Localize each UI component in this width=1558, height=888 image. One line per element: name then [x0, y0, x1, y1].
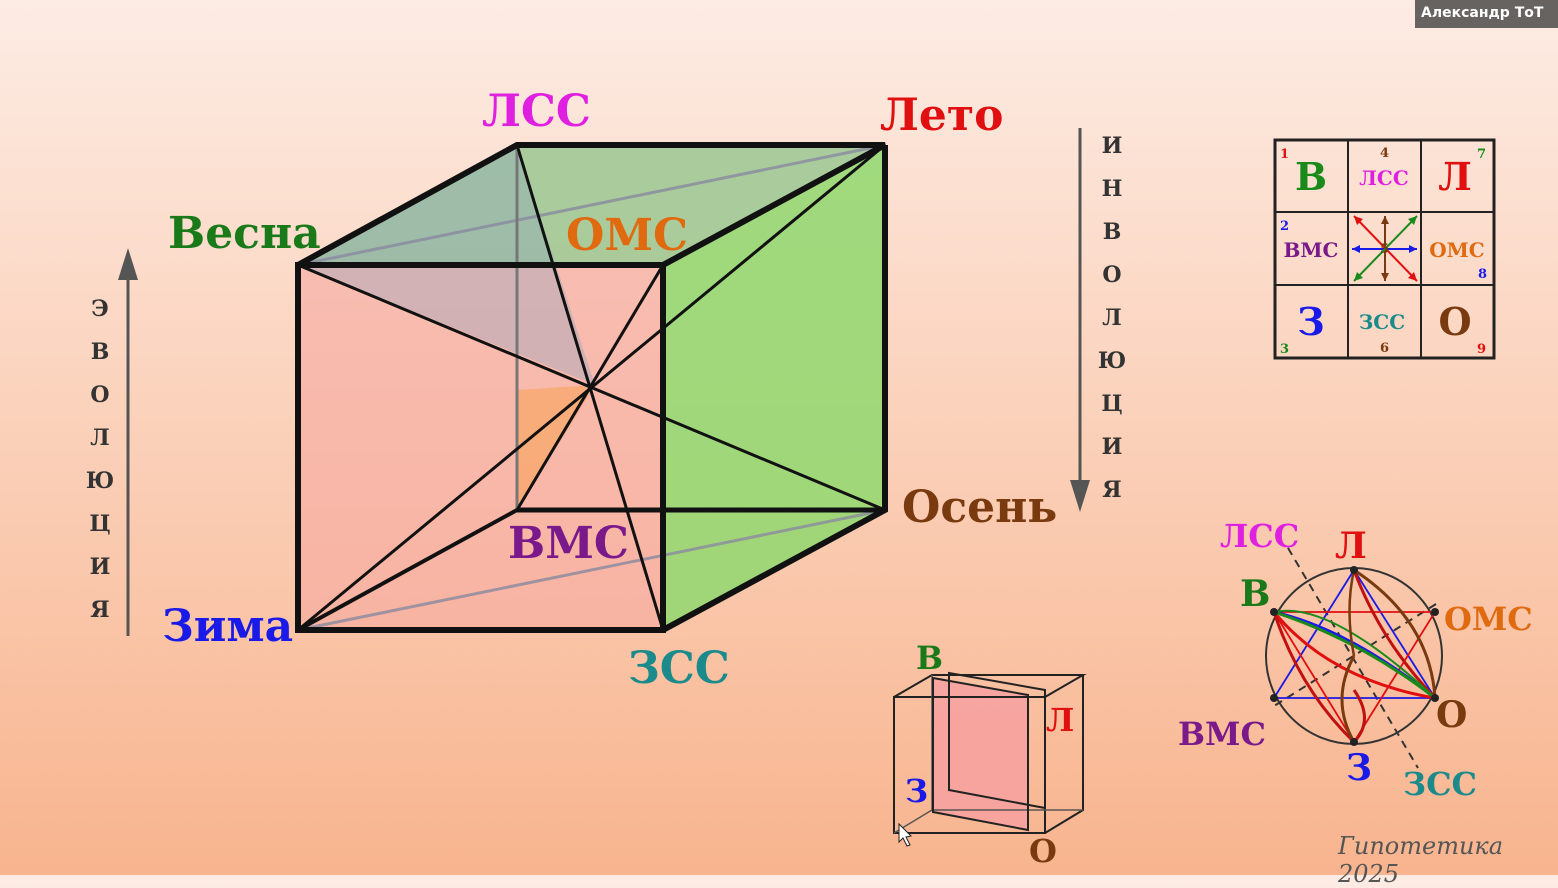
label-oms: ОМС	[566, 210, 688, 261]
circle-label-vms: ВМС	[1178, 715, 1266, 753]
grid-num-8: 8	[1478, 267, 1487, 282]
evolution-letter: Л	[90, 425, 109, 451]
label-zima: Зима	[162, 601, 293, 652]
small-box-label-v: В	[916, 639, 943, 677]
grid-num-9: 9	[1477, 342, 1486, 357]
grid-num-5: 5	[1380, 242, 1389, 257]
label-vesna: Весна	[168, 208, 321, 259]
small-box-label-o: О	[1029, 832, 1057, 870]
evolution-letter: Ц	[89, 511, 110, 537]
label-osen: Осень	[902, 482, 1057, 533]
grid-num-4: 4	[1380, 146, 1389, 161]
signature: Гипотетика 2025	[1338, 832, 1504, 888]
small-box-label-l: Л	[1046, 701, 1074, 739]
grid-cell-l: Л	[1438, 154, 1472, 199]
involution-label: И Н В О Л Ю Ц И Я	[1098, 133, 1126, 503]
involution-letter: И	[1102, 434, 1123, 460]
evolution-letter: О	[90, 382, 109, 408]
grid-cell-lss: ЛСС	[1359, 166, 1409, 190]
involution-letter: Ц	[1101, 391, 1122, 417]
evolution-letter: В	[91, 339, 110, 365]
label-zss: ЗСС	[628, 643, 730, 694]
grid-num-1: 1	[1280, 147, 1289, 162]
grid-cell-vms: ВМС	[1284, 238, 1339, 262]
circle-label-l: Л	[1335, 525, 1367, 567]
evolution-arrow	[118, 248, 138, 636]
user-name-tag: Александр ТоТ	[1415, 0, 1558, 28]
evolution-letter: Э	[91, 296, 109, 322]
label-lss: ЛСС	[482, 86, 591, 137]
small-box-label-z: З	[905, 772, 928, 810]
involution-letter: Н	[1102, 176, 1123, 202]
mouse-cursor-icon	[898, 822, 913, 847]
grid-cell-zss: ЗСС	[1359, 310, 1405, 334]
main-cube	[295, 142, 888, 633]
label-leto: Лето	[880, 90, 1004, 141]
small-box-pink-panel	[933, 678, 1028, 830]
grid-num-7: 7	[1477, 147, 1486, 162]
involution-arrow	[1070, 128, 1090, 512]
involution-letter: Л	[1102, 305, 1121, 331]
evolution-letter: И	[90, 554, 111, 580]
cube-front-face	[298, 265, 663, 630]
evolution-label: Э В О Л Ю Ц И Я	[86, 296, 114, 623]
involution-letter: И	[1102, 133, 1123, 159]
grid-cell-oms: ОМС	[1429, 238, 1484, 262]
circle-label-zss: ЗСС	[1403, 765, 1477, 803]
circle-label-lss: ЛСС	[1220, 517, 1299, 555]
involution-letter: О	[1102, 262, 1121, 288]
evolution-letter: Я	[90, 597, 109, 623]
magic-square-grid: В ЛСС Л ВМС ОМС З ЗСС О 1 4 7 2 5 8 3 6 …	[1273, 138, 1496, 360]
circle-label-o: О	[1436, 694, 1467, 736]
circle-label-v: В	[1240, 573, 1270, 615]
grid-num-6: 6	[1380, 341, 1389, 356]
label-vms: ВМС	[508, 518, 629, 569]
grid-num-3: 3	[1280, 342, 1289, 357]
involution-letter: Ю	[1098, 348, 1126, 374]
grid-num-2: 2	[1280, 219, 1289, 234]
grid-cell-o: О	[1438, 299, 1471, 344]
small-box-diagram	[893, 671, 1087, 847]
circle-diagram	[1265, 547, 1443, 769]
involution-letter: В	[1103, 219, 1122, 245]
evolution-letter: Ю	[86, 468, 114, 494]
grid-cell-v: В	[1295, 154, 1327, 199]
circle-label-z: З	[1346, 747, 1372, 789]
involution-letter: Я	[1102, 477, 1121, 503]
center-arrows	[1352, 215, 1418, 282]
circle-label-oms: ОМС	[1444, 600, 1533, 638]
grid-cell-z: З	[1297, 299, 1324, 344]
